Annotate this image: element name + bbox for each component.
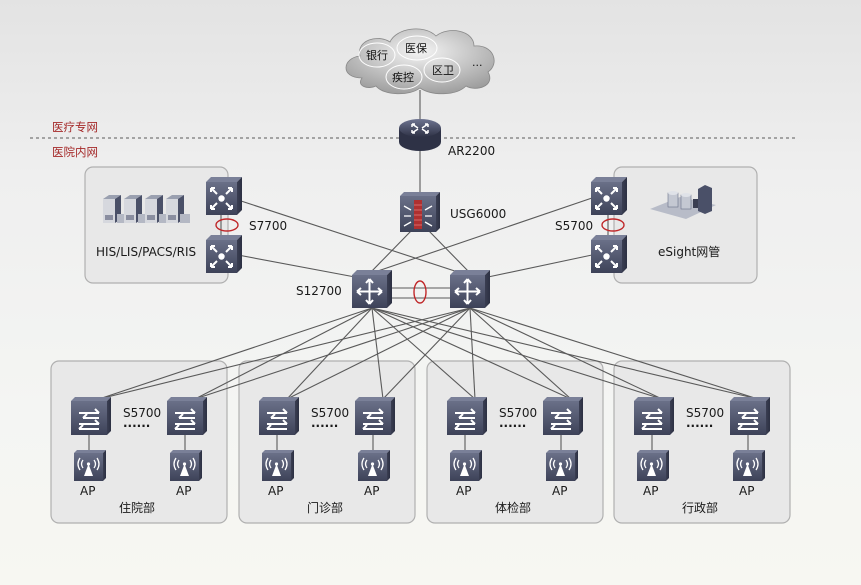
- access-switch[interactable]: [258, 396, 300, 436]
- ap-label: AP: [643, 484, 658, 498]
- ellipsis-more-switches: ······: [686, 419, 713, 433]
- switch-s5700-mgmt-b[interactable]: [590, 234, 628, 274]
- ap-label: AP: [739, 484, 754, 498]
- core-switch-s12700-b[interactable]: [449, 269, 491, 309]
- access-switch[interactable]: [542, 396, 584, 436]
- access-switch[interactable]: [70, 396, 112, 436]
- access-switch-label: S5700: [311, 406, 349, 420]
- access-point-icon[interactable]: [449, 449, 483, 482]
- access-switch-label: S5700: [499, 406, 537, 420]
- router-ar2200[interactable]: [399, 119, 441, 151]
- ellipsis-more-switches: ······: [311, 419, 338, 433]
- uplink-dept3-sw2-core2: [469, 307, 572, 400]
- lag-ring-s7700: [215, 218, 239, 232]
- cloud-item-bank: 银行: [366, 48, 388, 62]
- uplink-dept4-sw2-core2: [469, 307, 759, 400]
- uplink-dept1-sw1-core1: [98, 307, 373, 400]
- core-switch-s12700-a[interactable]: [351, 269, 393, 309]
- ap-label: AP: [176, 484, 191, 498]
- access-switch[interactable]: [354, 396, 396, 436]
- switch-s5700-mgmt-a[interactable]: [590, 176, 628, 216]
- uplink-dept4-sw2-core1: [371, 307, 759, 400]
- department-name: 门诊部: [307, 500, 343, 515]
- dept-box-3: [426, 360, 604, 524]
- access-switch-label: S5700: [686, 406, 724, 420]
- datacenter-label: HIS/LIS/PACS/RIS: [96, 245, 196, 259]
- s5700-mgmt-label: S5700: [555, 219, 593, 233]
- lag-ring-s5700: [601, 218, 625, 232]
- management-group: [613, 166, 758, 284]
- ap-label: AP: [456, 484, 471, 498]
- database-icon: [680, 194, 692, 210]
- database-icon: [667, 192, 679, 208]
- zone-label-external: 医疗专网: [52, 120, 98, 134]
- link-s7700a-core2: [237, 199, 471, 277]
- lag-ring-core: [413, 280, 427, 304]
- uplink-dept2-sw2-core1: [371, 307, 384, 400]
- esight-station: [650, 185, 716, 219]
- uplink-dept4-sw1-core1: [371, 307, 663, 400]
- access-switch[interactable]: [729, 396, 771, 436]
- access-point-icon[interactable]: [732, 449, 766, 482]
- links: [98, 90, 759, 400]
- ap-label: AP: [268, 484, 283, 498]
- ap-label: AP: [364, 484, 379, 498]
- access-point-icon[interactable]: [73, 449, 107, 482]
- cloud-item-district-health: 区卫: [432, 64, 454, 77]
- access-switch[interactable]: [633, 396, 675, 436]
- department-name: 行政部: [682, 500, 718, 515]
- department-name: 住院部: [119, 500, 155, 515]
- firewall-icon: [414, 200, 422, 229]
- external-cloud: 银行 医保 疾控 区卫 ···: [345, 28, 495, 95]
- datacenter-servers: [103, 195, 190, 223]
- dept-box-2: [238, 360, 416, 524]
- router-icon: [411, 123, 429, 134]
- link-fw-core1: [369, 229, 413, 274]
- access-point-icon[interactable]: [636, 449, 670, 482]
- router-label: AR2200: [448, 144, 495, 158]
- s7700-label: S7700: [249, 219, 287, 233]
- access-point-icon[interactable]: [357, 449, 391, 482]
- access-switch-label: S5700: [123, 406, 161, 420]
- access-point-icon[interactable]: [261, 449, 295, 482]
- ap-label: AP: [552, 484, 567, 498]
- firewall-usg6000[interactable]: [400, 192, 440, 232]
- department-name: 体检部: [495, 500, 531, 515]
- uplink-dept3-sw1-core1: [371, 307, 476, 400]
- link-s5700a-core1: [371, 197, 593, 274]
- uplink-dept3-sw2-core1: [371, 307, 572, 400]
- uplink-dept1-sw2-core2: [194, 307, 471, 400]
- firewall-label: USG6000: [450, 207, 506, 221]
- ellipsis-more-switches: ······: [499, 419, 526, 433]
- link-s7700b-core1: [237, 254, 356, 278]
- esight-label: eSight网管: [658, 244, 720, 259]
- ap-label: AP: [80, 484, 95, 498]
- cloud-item-medical-insurance: 医保: [405, 41, 427, 55]
- uplink-dept2-sw2-core2: [382, 307, 471, 400]
- zone-label-internal: 医院内网: [52, 145, 98, 159]
- access-switch[interactable]: [166, 396, 208, 436]
- core-label: S12700: [296, 284, 342, 298]
- link-s5700b-core2: [487, 254, 593, 278]
- switch-s7700-a[interactable]: [205, 176, 243, 216]
- uplink-dept2-sw1-core2: [286, 307, 471, 400]
- uplink-dept1-sw2-core1: [194, 307, 373, 400]
- ellipsis-more-switches: ······: [123, 419, 150, 433]
- cloud-item-more: ···: [472, 59, 483, 72]
- server-tower-icon: [698, 185, 712, 214]
- access-point-icon[interactable]: [169, 449, 203, 482]
- access-switch[interactable]: [446, 396, 488, 436]
- cloud-item-disease-control: 疾控: [392, 70, 414, 84]
- access-point-icon[interactable]: [545, 449, 579, 482]
- link-fw-core2: [427, 229, 471, 274]
- uplink-dept2-sw1-core1: [286, 307, 373, 400]
- switch-s7700-b[interactable]: [205, 234, 243, 274]
